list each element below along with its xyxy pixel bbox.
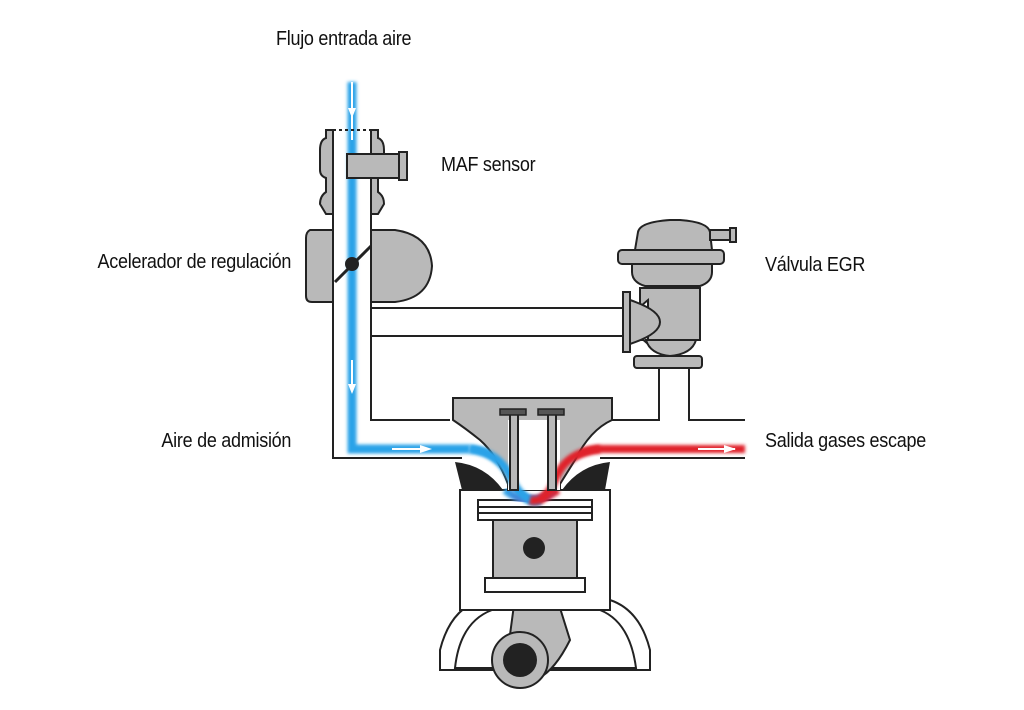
cylinder-head — [452, 397, 613, 505]
label-flujo-entrada-aire: Flujo entrada aire — [276, 28, 412, 50]
intake-valve — [499, 408, 527, 491]
maf-sensor — [318, 129, 408, 215]
label-aire-admision: Aire de admisión — [161, 430, 291, 452]
arrow-up-egr — [670, 392, 678, 402]
throttle-body — [305, 229, 434, 303]
exhaust-valve — [537, 408, 565, 491]
label-salida-gases: Salida gases escape — [765, 430, 926, 452]
arrow-left-egr-2 — [536, 318, 548, 326]
piston — [484, 519, 586, 593]
arrow-down-intake-bottom — [348, 384, 356, 394]
arrow-right-exhaust — [724, 445, 736, 453]
label-valvula-egr: Válvula EGR — [765, 254, 866, 276]
arrow-left-egr-1 — [428, 318, 440, 326]
egr-valve — [617, 219, 737, 369]
arrow-down-intake-top — [348, 108, 356, 118]
label-maf-sensor: MAF sensor — [441, 154, 536, 176]
arrow-right-intake — [420, 445, 432, 453]
label-acelerador: Acelerador de regulación — [97, 251, 291, 273]
